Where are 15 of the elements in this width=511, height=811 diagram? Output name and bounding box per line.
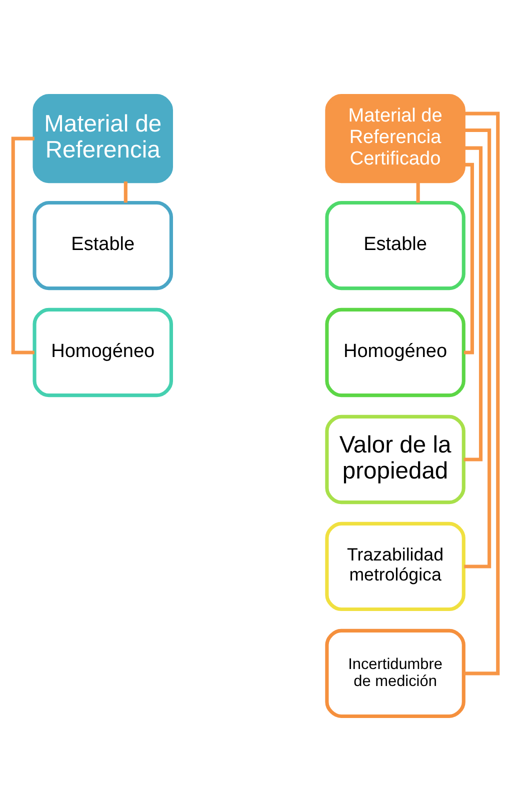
connector: [464, 111, 500, 675]
node-box: Homogéneo: [32, 307, 173, 397]
connector: [464, 128, 492, 568]
node-box: Estable: [32, 200, 173, 290]
node-box: Estable: [325, 200, 466, 290]
connector: [416, 180, 420, 202]
node-box: Valor de la propiedad: [325, 414, 466, 504]
connector: [124, 180, 128, 202]
node-box: Material de Referencia: [32, 93, 173, 183]
node-box: Trazabilidad metrológica: [325, 521, 466, 611]
node-box: Material de Referencia Certificado: [325, 93, 466, 183]
connector: [464, 146, 483, 461]
node-box: Homogéneo: [325, 307, 466, 397]
connector: [464, 162, 474, 354]
node-box: Incertidumbre de medición: [325, 628, 466, 718]
